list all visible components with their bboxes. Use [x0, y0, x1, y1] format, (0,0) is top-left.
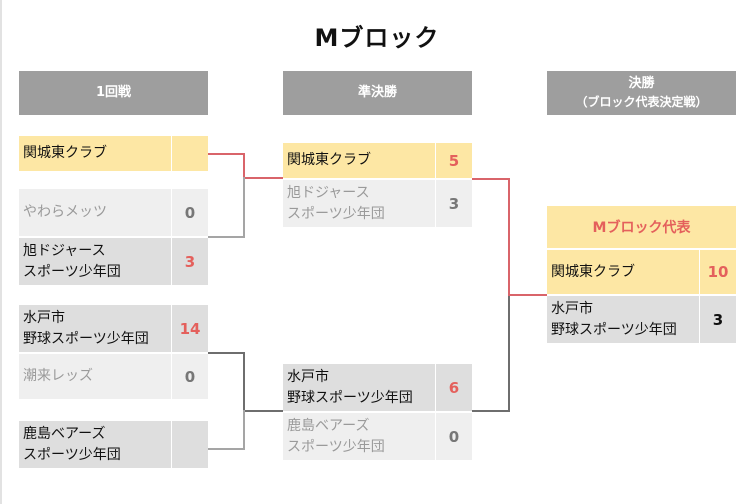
bracket-line	[243, 352, 245, 412]
round-header-r1: 1回戦	[19, 71, 208, 115]
team-name: やわらメッツ	[19, 189, 171, 236]
bracket-line	[508, 296, 510, 412]
team-name: 潮来レッズ	[19, 354, 171, 399]
bracket-line	[243, 410, 283, 412]
sf-team-sekijo: 関城東クラブ 5	[283, 143, 472, 178]
r1-team-yawara: やわらメッツ 0	[19, 189, 208, 236]
team-name: 鹿島ベアーズスポーツ少年団	[283, 413, 435, 460]
bracket-line	[508, 178, 510, 296]
round-header-semifinal: 準決勝	[283, 71, 472, 115]
final-team-sekijo: 関城東クラブ 10	[547, 250, 736, 294]
block-representative-label: Mブロック代表	[547, 206, 736, 248]
team-name: 関城東クラブ	[547, 250, 699, 294]
r1-team-kashima: 鹿島ベアーズスポーツ少年団	[19, 421, 208, 468]
team-score: 14	[171, 305, 208, 352]
bracket-line	[243, 177, 245, 238]
team-score: 0	[435, 413, 472, 460]
team-score	[171, 136, 208, 171]
page-title: Mブロック	[314, 24, 440, 52]
team-name: 旭ドジャーススポーツ少年団	[19, 238, 171, 285]
bracket-line	[208, 153, 244, 155]
team-name: 旭ドジャーススポーツ少年団	[283, 180, 435, 227]
round-label-final-sub: （ブロック代表決定戦）	[575, 95, 708, 109]
sf-team-mito: 水戸市野球スポーツ少年団 6	[283, 364, 472, 411]
team-score: 3	[435, 180, 472, 227]
bracket-line	[472, 178, 510, 180]
team-name: 関城東クラブ	[19, 136, 171, 171]
bracket-line	[208, 448, 245, 450]
bracket-line	[508, 294, 547, 296]
round-header-final: 決勝 （ブロック代表決定戦）	[547, 71, 736, 115]
round-label-r1: 1回戦	[95, 85, 132, 100]
team-score: 10	[699, 250, 736, 294]
team-score: 5	[435, 143, 472, 178]
team-score	[171, 421, 208, 468]
bracket-line	[208, 352, 245, 354]
final-team-mito: 水戸市野球スポーツ少年団 3	[547, 296, 736, 343]
team-score: 0	[171, 189, 208, 236]
bracket-line	[243, 153, 245, 179]
team-name: 水戸市野球スポーツ少年団	[547, 296, 699, 343]
round-label-final: 決勝	[628, 76, 655, 91]
team-name: 水戸市野球スポーツ少年団	[19, 305, 171, 352]
page-edge	[0, 0, 2, 504]
r1-team-sekijo: 関城東クラブ	[19, 136, 208, 171]
r1-team-mito: 水戸市野球スポーツ少年団 14	[19, 305, 208, 352]
bracket-line	[208, 236, 245, 238]
team-name: 水戸市野球スポーツ少年団	[283, 364, 435, 411]
team-name: 関城東クラブ	[283, 143, 435, 178]
team-name: 鹿島ベアーズスポーツ少年団	[19, 421, 171, 468]
r1-team-itako: 潮来レッズ 0	[19, 354, 208, 399]
round-label-semifinal: 準決勝	[357, 85, 397, 100]
sf-team-asahi: 旭ドジャーススポーツ少年団 3	[283, 180, 472, 227]
sf-team-kashima: 鹿島ベアーズスポーツ少年団 0	[283, 413, 472, 460]
team-score: 6	[435, 364, 472, 411]
r1-team-asahi: 旭ドジャーススポーツ少年団 3	[19, 238, 208, 285]
bracket-line	[243, 410, 245, 450]
team-score: 3	[699, 296, 736, 343]
team-score: 3	[171, 238, 208, 285]
bracket-line	[243, 177, 283, 179]
bracket-line	[472, 410, 510, 412]
team-score: 0	[171, 354, 208, 399]
